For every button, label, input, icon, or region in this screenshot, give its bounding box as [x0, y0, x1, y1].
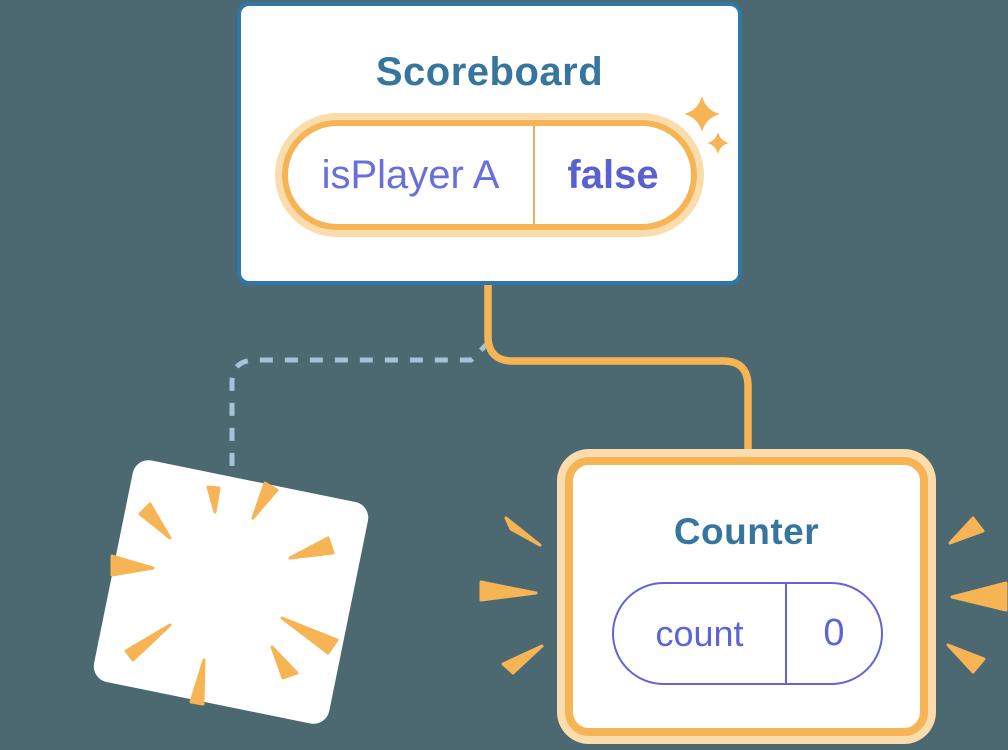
scoreboard-state-pill: isPlayer A false [282, 120, 697, 230]
dashed-connector-to-destroyed [229, 339, 492, 472]
counter-component-card: Counter count 0 [565, 457, 928, 736]
destroyed-component-card [90, 457, 372, 727]
counter-pill-divider [785, 584, 787, 683]
scoreboard-component-card: Scoreboard isPlayer A false [237, 2, 742, 285]
state-value: false [567, 152, 659, 197]
counter-title: Counter [673, 511, 820, 552]
state-label: isPlayer A [321, 152, 500, 197]
scoreboard-title: Scoreboard [375, 50, 604, 94]
state-pill-divider [533, 126, 535, 224]
counter-pill-value-cell: 0 [787, 584, 881, 683]
state-pill-value-cell: false [535, 126, 691, 224]
counter-state-label: count [655, 612, 744, 654]
counter-state-pill: count 0 [612, 582, 883, 685]
state-pill-label-cell: isPlayer A [288, 126, 533, 224]
connector-scoreboard-to-counter [484, 278, 752, 462]
counter-pill-label-cell: count [614, 584, 785, 683]
counter-state-value: 0 [823, 612, 845, 654]
